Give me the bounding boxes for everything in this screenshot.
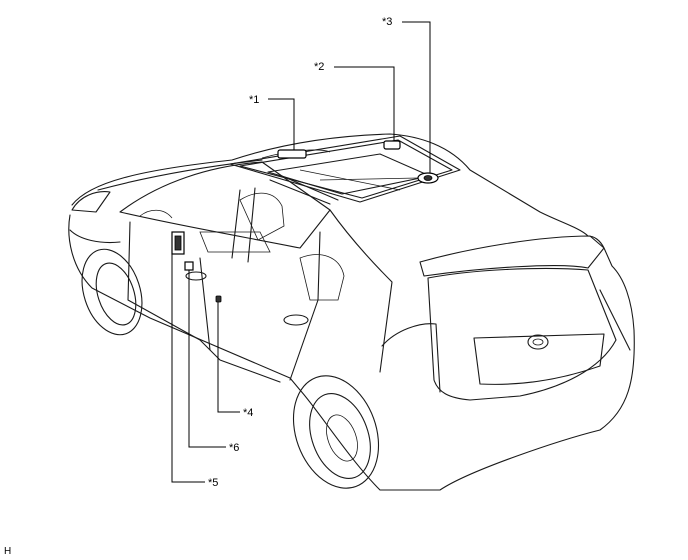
callout-labels: *1 *2 *3 *4 *5 *6 (208, 16, 392, 489)
part-1-component (277, 149, 307, 159)
leader-line-6 (188, 270, 226, 448)
figure-corner-mark: H (4, 546, 11, 557)
part-6-component (184, 261, 194, 271)
callout-label-2: *2 (314, 61, 324, 73)
callout-label-4: *4 (243, 407, 253, 419)
leader-line-5 (171, 254, 205, 483)
leader-line-2 (334, 66, 395, 141)
parts (171, 140, 439, 303)
leader-line-4 (217, 302, 240, 413)
callout-label-5: *5 (208, 477, 218, 489)
callout-label-6: *6 (229, 442, 239, 454)
sunroof-assembly (229, 135, 461, 205)
leader-line-3 (402, 21, 431, 173)
leader-lines (171, 21, 431, 483)
vehicle-outline (68, 133, 635, 491)
part-4-component (215, 295, 222, 303)
leader-line-1 (268, 98, 295, 150)
callout-label-1: *1 (249, 94, 259, 106)
callout-label-3: *3 (382, 16, 392, 28)
part-2-component (383, 140, 401, 150)
